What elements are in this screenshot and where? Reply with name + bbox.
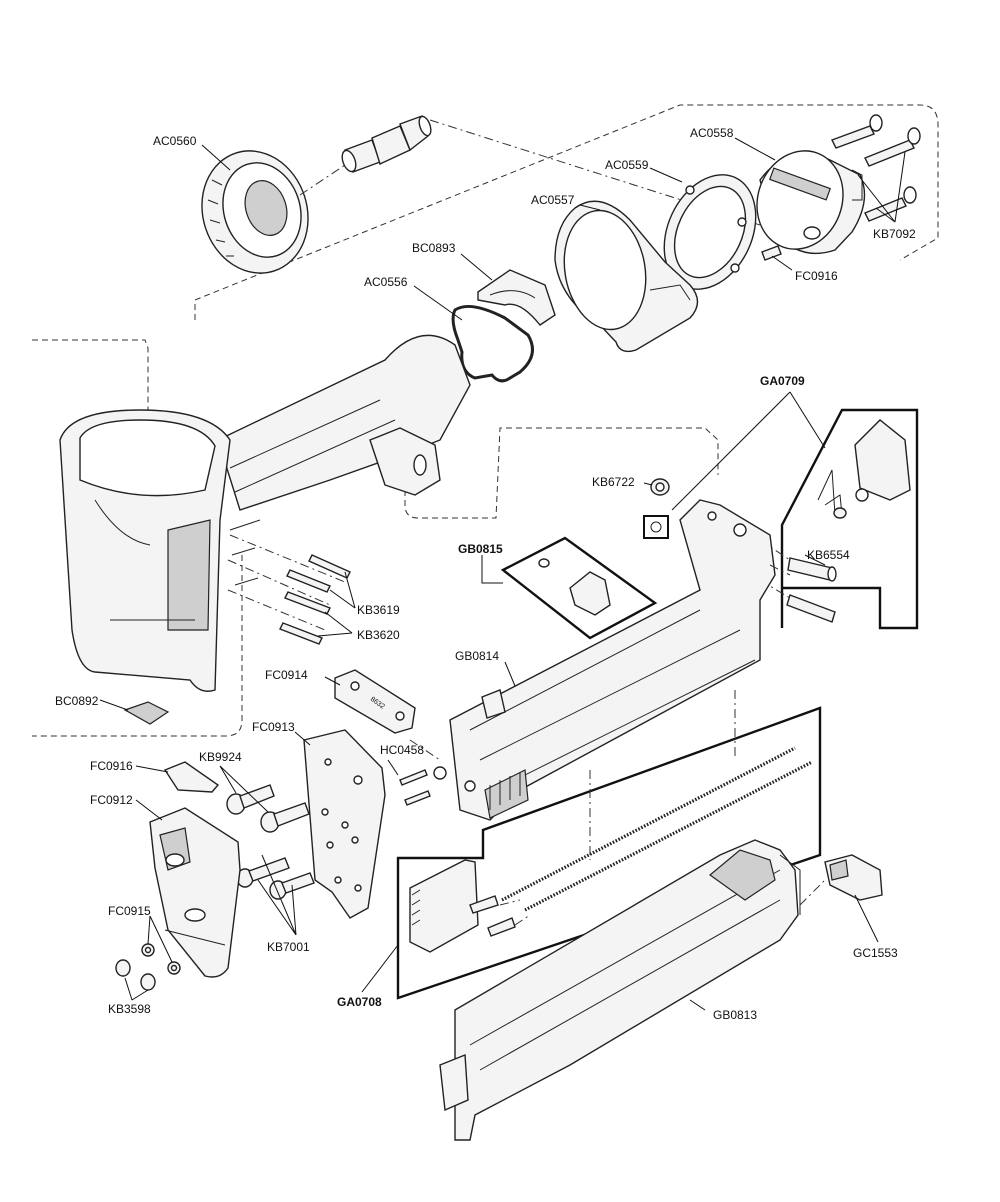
part-gb0813 (439, 839, 801, 1141)
label-ga0708: GA0708 (337, 995, 382, 1009)
part-kb3619-kb3620-pins (279, 554, 351, 645)
label-kb3619: KB3619 (357, 603, 400, 617)
label-fc0916-bottom: FC0916 (90, 759, 133, 773)
part-kb7001 (236, 857, 315, 900)
part-fc0916-bottom (163, 761, 220, 793)
label-kb7001: KB7001 (267, 940, 310, 954)
label-ga0709: GA0709 (760, 374, 805, 388)
label-bc0892: BC0892 (55, 694, 99, 708)
part-bc0892 (123, 701, 170, 725)
part-gc1553 (824, 854, 883, 901)
label-gb0815: GB0815 (458, 542, 503, 556)
label-gc1553: GC1553 (853, 946, 898, 960)
label-kb6554: KB6554 (807, 548, 850, 562)
part-hc0458 (399, 769, 431, 806)
part-fc0913 (303, 729, 386, 919)
label-kb3598: KB3598 (108, 1002, 151, 1016)
label-kb9924: KB9924 (199, 750, 242, 764)
label-ac0557: AC0557 (531, 193, 575, 207)
group-outlines (32, 104, 939, 737)
part-kb6554-pins (786, 557, 837, 623)
label-kb3620: KB3620 (357, 628, 400, 642)
part-clip-box (643, 515, 669, 539)
part-main-body (59, 334, 471, 692)
label-ac0559: AC0559 (605, 158, 649, 172)
part-air-fitting (341, 115, 432, 173)
label-hc0458: HC0458 (380, 743, 424, 757)
label-ac0556: AC0556 (364, 275, 408, 289)
label-gb0813: GB0813 (713, 1008, 757, 1022)
label-kb7092: KB7092 (873, 227, 916, 241)
part-fc0916-top (761, 245, 782, 261)
part-fc0912 (149, 807, 241, 978)
label-fc0915: FC0915 (108, 904, 151, 918)
part-ac0556 (451, 304, 534, 383)
part-ac0558 (756, 150, 866, 255)
label-bc0893: BC0893 (412, 241, 456, 255)
part-ac0557 (554, 200, 699, 353)
part-ac0559 (663, 174, 757, 290)
part-kb7092-bolts (831, 114, 921, 222)
label-fc0916-top: FC0916 (795, 269, 838, 283)
part-fc0914: 8632 (334, 669, 416, 734)
part-bc0893 (477, 269, 556, 326)
label-fc0913: FC0913 (252, 720, 295, 734)
leader-lines (99, 137, 879, 1011)
box-gb0815 (500, 536, 658, 640)
part-ga0709-trigger (817, 419, 911, 519)
label-ac0558: AC0558 (690, 126, 734, 140)
part-gb0814 (433, 499, 776, 821)
part-kb6722 (650, 478, 670, 496)
labels: AC0560 AC0558 AC0559 AC0557 BC0893 AC055… (55, 126, 916, 1022)
label-kb6722: KB6722 (592, 475, 635, 489)
part-fc0915-kb3598 (115, 943, 181, 991)
label-fc0912: FC0912 (90, 793, 133, 807)
part-kb9924 (226, 784, 310, 833)
label-fc0914: FC0914 (265, 668, 308, 682)
part-ac0560 (201, 150, 309, 274)
label-ac0560: AC0560 (153, 134, 197, 148)
part-ga0708-components (409, 746, 813, 953)
label-gb0814: GB0814 (455, 649, 499, 663)
